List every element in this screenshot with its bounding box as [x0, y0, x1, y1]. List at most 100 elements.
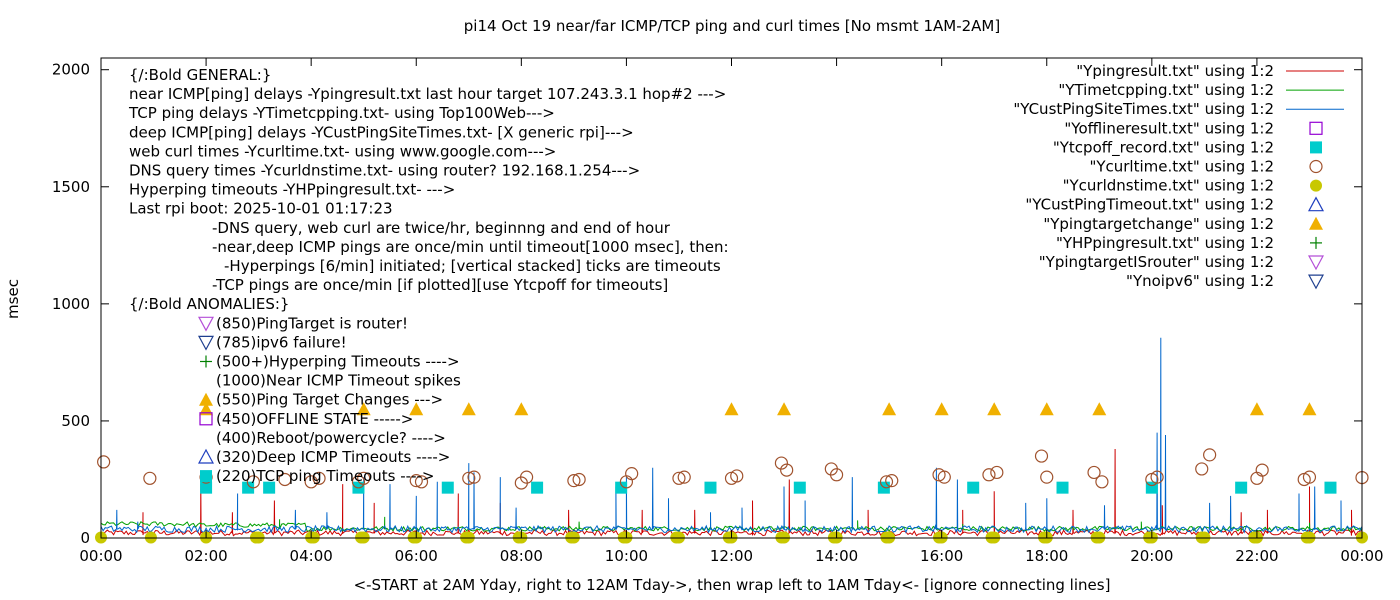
legend-label: "Yofflineresult.txt" using 1:2 [1064, 119, 1274, 137]
x-tick-label: 22:00 [1235, 547, 1278, 565]
legend-swatch [1310, 141, 1322, 154]
annotation-line: (785)ipv6 failure! [216, 333, 347, 351]
data-point [278, 472, 292, 487]
annotation-line: web curl times -Ycurltime.txt- using www… [129, 142, 556, 160]
x-tick-label: 06:00 [395, 547, 438, 565]
annotation-marker [200, 355, 212, 368]
data-point [724, 402, 739, 416]
data-point [567, 474, 581, 488]
legend-swatch [1310, 236, 1322, 249]
data-point [990, 465, 1004, 480]
data-point [409, 474, 423, 488]
annotation-line: DNS query times -Ycurldnstime.txt- using… [129, 162, 640, 180]
legend-swatch [1307, 255, 1325, 271]
data-point [304, 475, 318, 489]
data-point [1034, 449, 1049, 463]
x-tick-label: 18:00 [1025, 547, 1068, 565]
y-tick-label: 500 [61, 412, 90, 430]
data-point [774, 456, 789, 470]
x-tick-label: 08:00 [500, 547, 543, 565]
data-point [246, 475, 260, 489]
data-point [793, 481, 806, 494]
data-point [572, 472, 586, 487]
data-point [780, 463, 794, 477]
legend-label: "Ynoipv6" using 1:2 [1126, 272, 1274, 290]
data-point [1056, 481, 1069, 494]
x-tick-label: 00:00 [79, 547, 122, 565]
data-point [409, 402, 424, 416]
data-point [461, 402, 476, 416]
annotation-line: -DNS query, web curl are twice/hr, begin… [212, 219, 671, 237]
legend-label: "Ypingtargetchange" using 1:2 [1043, 215, 1274, 233]
data-point [615, 481, 628, 494]
annotation-line: Hyperping timeouts -YHPpingresult.txt- -… [129, 181, 455, 199]
x-tick-label: 16:00 [920, 547, 963, 565]
data-point [312, 471, 326, 485]
data-point [467, 470, 481, 484]
annotation-line: -Hyperpings [6/min] initiated; [vertical… [224, 257, 721, 275]
data-point [462, 471, 476, 485]
data-point [1249, 402, 1264, 416]
data-point [1040, 470, 1054, 484]
annotation-line: -near,deep ICMP pings are once/min until… [212, 238, 729, 256]
annotation-marker [197, 335, 215, 351]
data-point [519, 470, 534, 484]
chart-title: pi14 Oct 19 near/far ICMP/TCP ping and c… [464, 17, 1000, 35]
y-axis-label: msec [4, 279, 22, 319]
legend-swatch [1307, 274, 1325, 290]
annotation-line: (220)TCP ping Timeouts ----> [216, 467, 434, 485]
data-point [1235, 481, 1248, 494]
x-tick-label: 12:00 [710, 547, 753, 565]
data-point [199, 402, 214, 416]
legend-label: "YTimetcpping.txt" using 1:2 [1058, 81, 1274, 99]
legend-swatch [1307, 196, 1325, 212]
annotation-line: {/:Bold GENERAL:} [129, 66, 271, 84]
x-tick-label: 14:00 [815, 547, 858, 565]
data-point [672, 471, 686, 485]
y-tick-label: 1000 [52, 295, 90, 313]
data-point [987, 402, 1002, 416]
legend-label: "Ycurltime.txt" using 1:2 [1089, 158, 1274, 176]
annotation-line: Last rpi boot: 2025-10-01 01:17:23 [129, 200, 393, 218]
data-point [1039, 402, 1054, 416]
data-point [934, 402, 949, 416]
data-point [357, 471, 371, 485]
data-point [414, 475, 429, 489]
legend-label: "YpingtargetISrouter" using 1:2 [1039, 253, 1274, 271]
annotation-line: (850)PingTarget is router! [216, 314, 408, 332]
data-point [356, 402, 371, 416]
legend-label: "YCustPingSiteTimes.txt" using 1:2 [1013, 100, 1274, 118]
y-tick-label: 0 [80, 529, 90, 547]
legend: "Ypingresult.txt" using 1:2"YTimetcpping… [1013, 62, 1344, 290]
x-tick-label: 04:00 [290, 547, 333, 565]
annotation-line: near ICMP[ping] delays -Ypingresult.txt … [129, 85, 726, 103]
data-point [885, 474, 899, 488]
series-line-2 [100, 337, 1363, 534]
data-point [242, 481, 255, 494]
data-point [1087, 465, 1101, 480]
data-point [1195, 462, 1209, 476]
annotation-line: (400)Reboot/powercycle? ----> [216, 429, 446, 447]
data-point [1203, 448, 1217, 462]
annotation-marker [200, 470, 212, 483]
annotation-marker [199, 392, 213, 406]
x-axis-label: <-START at 2AM Yday, right to 12AM Tday-… [354, 576, 1111, 594]
data-point [625, 467, 639, 481]
data-point [1250, 471, 1264, 485]
x-tick-label: 00:00 [1340, 547, 1383, 565]
data-point [441, 481, 454, 494]
data-point [967, 481, 980, 494]
data-point [1092, 402, 1107, 416]
annotation-line: {/:Bold ANOMALIES:} [129, 295, 289, 313]
data-point [1095, 475, 1109, 489]
annotation-line: -TCP pings are once/min [if plotted][use… [212, 276, 668, 294]
data-point [1302, 470, 1317, 484]
legend-swatch [1309, 121, 1323, 135]
annotation-line: (450)OFFLINE STATE -----> [216, 410, 413, 428]
data-point [1255, 463, 1269, 477]
annotation-line: (500+)Hyperping Timeouts ----> [216, 353, 460, 371]
legend-swatch [1309, 159, 1323, 174]
x-tick-label: 20:00 [1130, 547, 1173, 565]
